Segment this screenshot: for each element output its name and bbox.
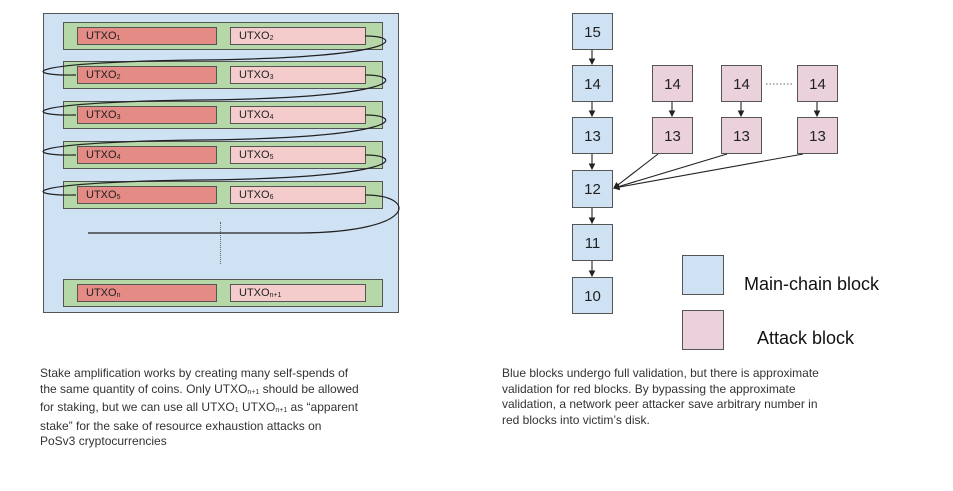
legend-main-label: Main-chain block <box>744 274 880 294</box>
caption-line: Blue blocks undergo full validation, but… <box>502 366 819 380</box>
utxo-row: UTXO4 UTXO5 <box>63 141 383 169</box>
utxo-output-cell: UTXO4 <box>230 106 366 124</box>
utxo-output-cell: UTXO5 <box>230 146 366 164</box>
stake-caption: Stake amplification works by creating ma… <box>40 366 420 450</box>
attack-arrow <box>612 153 728 190</box>
attack-block: 14 <box>652 65 693 102</box>
attack-block: 13 <box>797 117 838 154</box>
caption-line: the same quantity of coins. Only UTXOn+1… <box>40 381 359 396</box>
utxo-output-cell: UTXO2 <box>230 27 366 45</box>
attack-arrow <box>613 153 659 189</box>
attack-block: 14 <box>797 65 838 102</box>
utxo-row-last: UTXOn UTXOn+1 <box>63 279 383 307</box>
main-chain-block: 11 <box>572 224 613 261</box>
utxo-output-cell: UTXO6 <box>230 186 366 204</box>
legend-attack-swatch <box>682 310 724 350</box>
main-chain-block: 13 <box>572 117 613 154</box>
attack-block: 14 <box>721 65 762 102</box>
utxo-spent-cell: UTXO5 <box>77 186 217 204</box>
main-chain-block: 10 <box>572 277 613 314</box>
attack-arrow <box>612 153 804 191</box>
utxo-row: UTXO2 UTXO3 <box>63 61 383 89</box>
caption-line: Stake amplification works by creating ma… <box>40 366 349 380</box>
main-chain-block: 14 <box>572 65 613 102</box>
caption-line: validation for red blocks. By bypassing … <box>502 381 796 396</box>
utxo-spent-cell: UTXOn <box>77 284 217 302</box>
attack-block: 13 <box>721 117 762 154</box>
chain-caption: Blue blocks undergo full validation, but… <box>502 366 902 428</box>
utxo-spent-cell: UTXO1 <box>77 27 217 45</box>
utxo-row: UTXO3 UTXO4 <box>63 101 383 129</box>
caption-line: red blocks into victim’s disk. <box>502 412 650 427</box>
utxo-row: UTXO1 UTXO2 <box>63 22 383 50</box>
main-chain-block: 12 <box>572 170 613 208</box>
caption-line: PoSv3 cryptocurrencies <box>40 434 167 448</box>
utxo-spent-cell: UTXO3 <box>77 106 217 124</box>
vertical-ellipsis <box>220 222 221 264</box>
utxo-row: UTXO5 UTXO6 <box>63 181 383 209</box>
utxo-output-cell: UTXO3 <box>230 66 366 84</box>
caption-line: for staking, but we can use all UTXO1 UT… <box>40 400 358 414</box>
attack-block: 13 <box>652 117 693 154</box>
main-chain-block: 15 <box>572 13 613 50</box>
utxo-spent-cell: UTXO2 <box>77 66 217 84</box>
legend-attack-label: Attack block <box>757 328 855 348</box>
caption-line: validation, a network peer attacker save… <box>502 397 818 411</box>
legend-main-swatch <box>682 255 724 295</box>
caption-line: stake” for the sake of resource exhausti… <box>40 418 322 433</box>
utxo-output-cell: UTXOn+1 <box>230 284 366 302</box>
utxo-spent-cell: UTXO4 <box>77 146 217 164</box>
